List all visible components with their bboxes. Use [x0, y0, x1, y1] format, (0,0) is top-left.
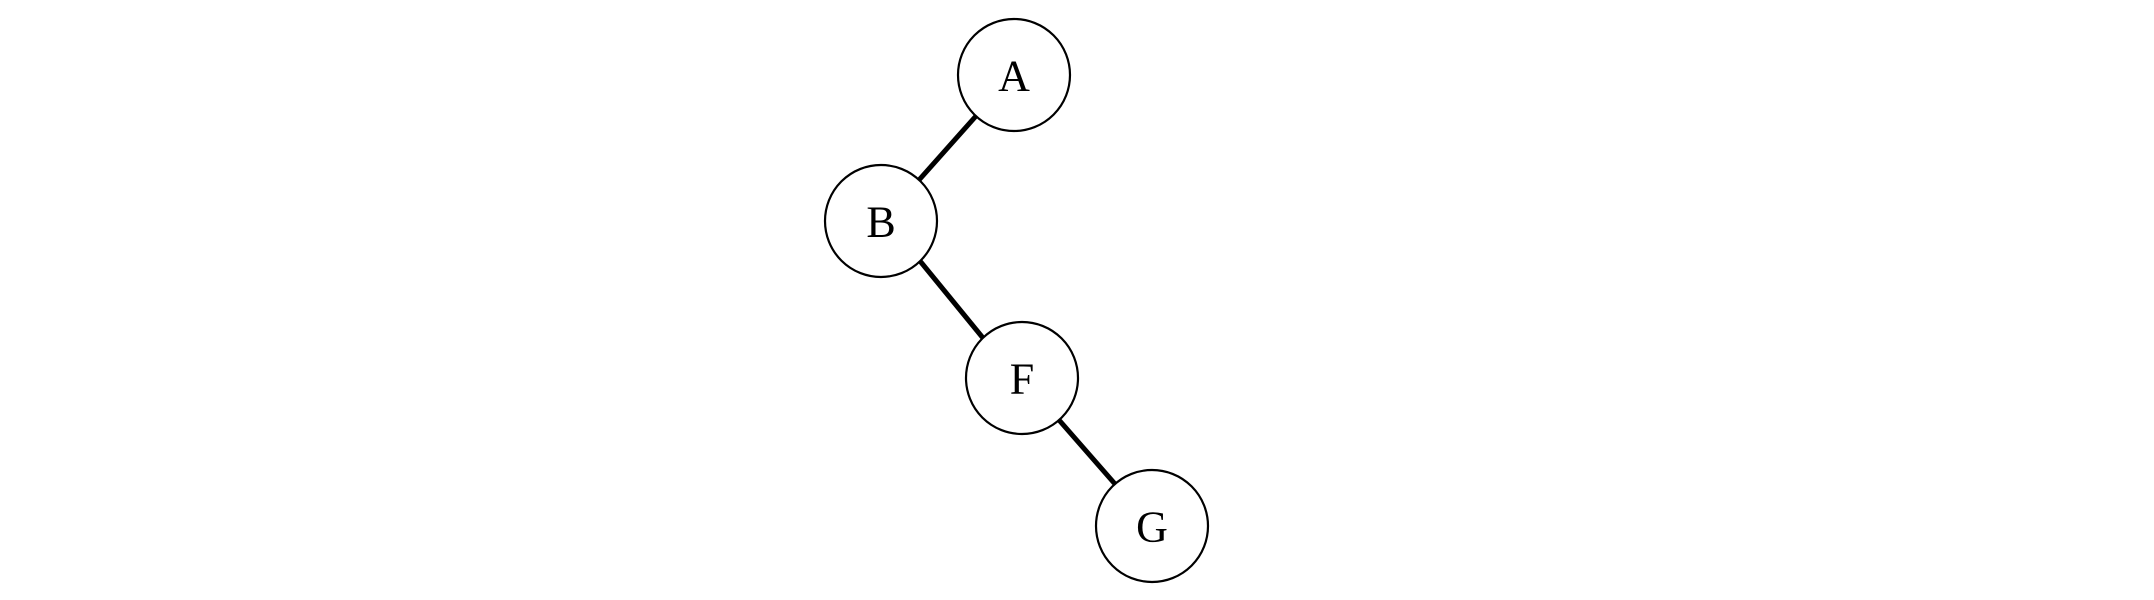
- graph-node-F[interactable]: F: [964, 320, 1080, 436]
- edges-layer: [917, 114, 1117, 486]
- node-label-B: B: [866, 198, 895, 247]
- node-label-A: A: [998, 52, 1030, 101]
- node-circle-G[interactable]: [1094, 468, 1210, 584]
- graph-node-B[interactable]: B: [823, 163, 939, 279]
- node-label-G: G: [1136, 503, 1168, 552]
- graph-edge-A-B: [917, 114, 978, 182]
- node-label-F: F: [1010, 355, 1034, 404]
- graph-node-A[interactable]: A: [956, 17, 1072, 133]
- node-circle-A[interactable]: [956, 17, 1072, 133]
- nodes-layer: A B F G: [823, 17, 1210, 584]
- node-circle-F[interactable]: [964, 320, 1080, 436]
- graph-edge-F-G: [1057, 418, 1117, 486]
- graph-edge-B-F: [918, 259, 985, 340]
- node-circle-B[interactable]: [823, 163, 939, 279]
- graph-node-G[interactable]: G: [1094, 468, 1210, 584]
